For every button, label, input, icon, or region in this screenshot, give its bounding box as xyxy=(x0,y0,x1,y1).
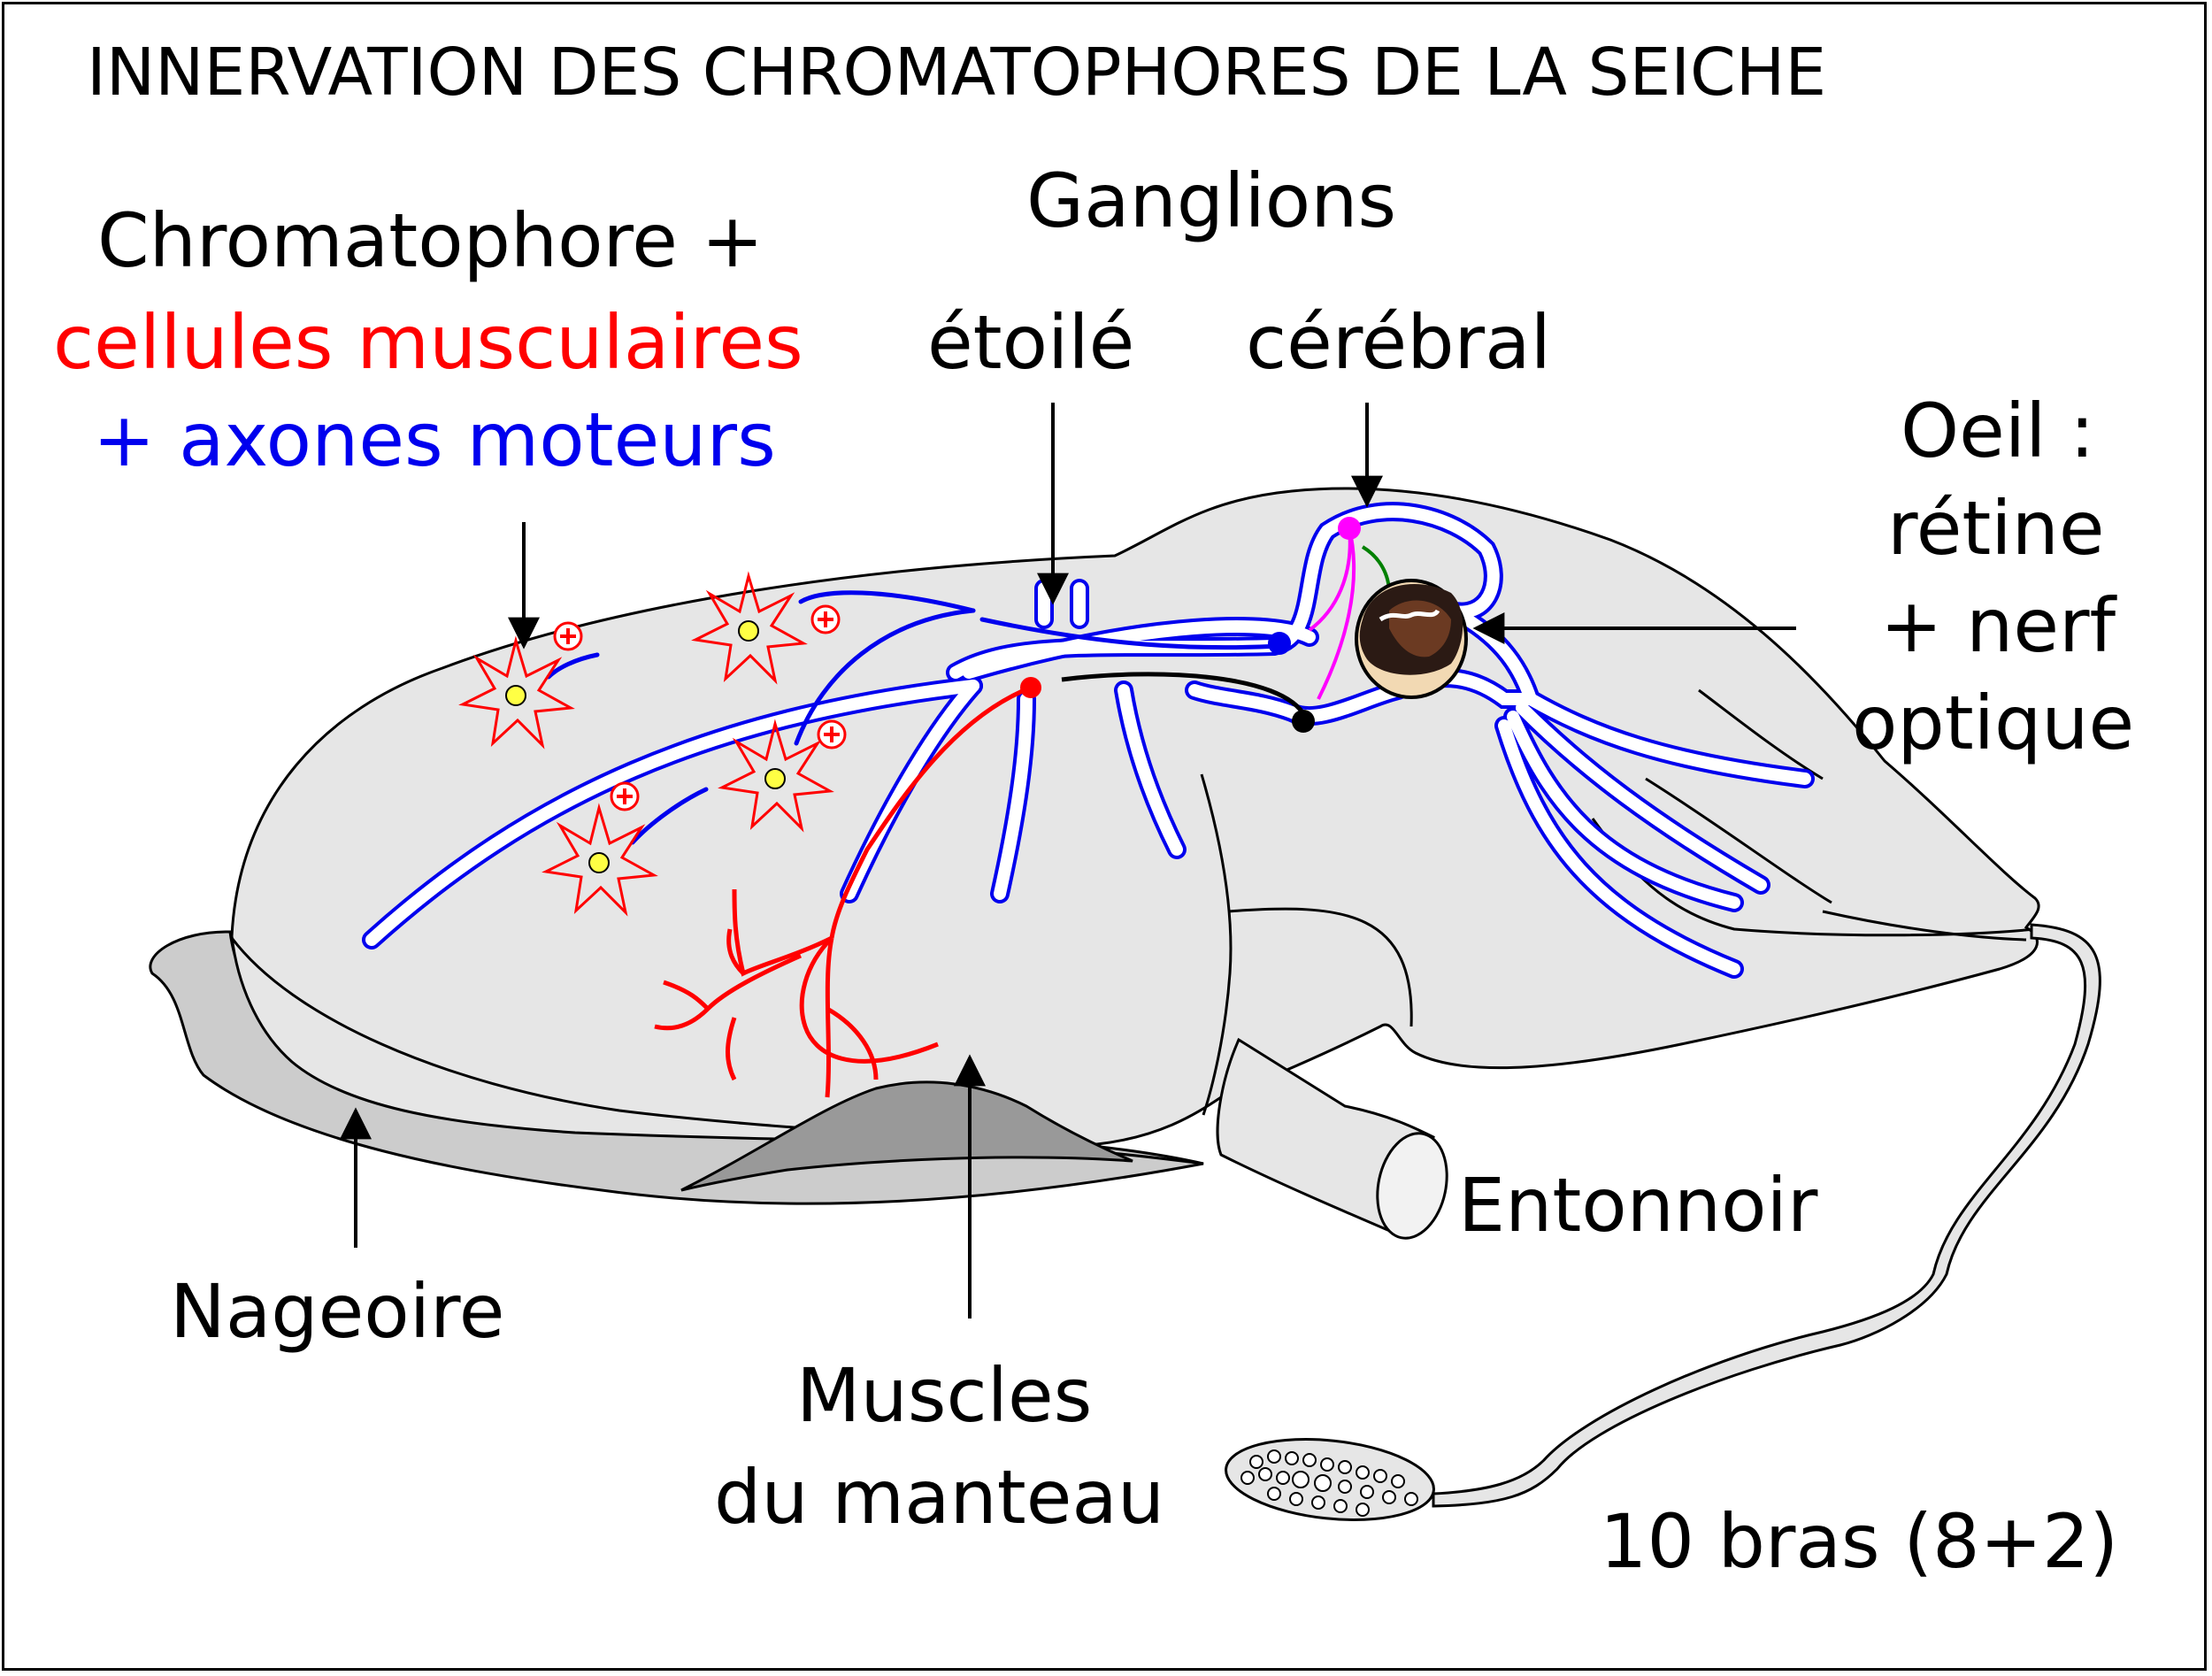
label-nageoire: Nageoire xyxy=(170,1268,505,1355)
plus-circle-icon xyxy=(553,621,583,651)
body xyxy=(230,487,2040,1146)
mantle-muscle xyxy=(680,1080,1133,1192)
label-chromatophore: Chromatophore + xyxy=(97,197,764,284)
muscle-cells xyxy=(654,685,1032,1098)
label-optique: optique xyxy=(1852,680,2135,766)
pointer-arrows xyxy=(340,403,1796,1319)
funnel-opening xyxy=(1376,1132,1448,1240)
suckers xyxy=(1240,1449,1418,1517)
label-manteau: du manteau xyxy=(714,1454,1165,1541)
eye-icon xyxy=(1355,579,1468,699)
label-cerebral: cérébral xyxy=(1246,299,1551,386)
red-neuron xyxy=(1020,677,1041,698)
label-entonnoir: Entonnoir xyxy=(1458,1162,1818,1249)
plus-circle-icon xyxy=(817,719,847,750)
label-motor-axons: + axones moteurs xyxy=(93,396,776,483)
label-ganglions: Ganglions xyxy=(1026,158,1397,244)
label-bras: 10 bras (8+2) xyxy=(1600,1498,2119,1585)
plus-circle-icon xyxy=(610,781,640,811)
tentacle xyxy=(1432,923,2101,1508)
label-etoile: étoilé xyxy=(927,299,1135,386)
page-title: INNERVATION DES CHROMATOPHORES DE LA SEI… xyxy=(87,35,1827,111)
label-oeil: Oeil : xyxy=(1901,388,2095,474)
label-muscle-cells: cellules musculaires xyxy=(53,299,803,386)
blue-neuron xyxy=(1268,632,1291,655)
label-nerf: + nerf xyxy=(1880,582,2116,669)
black-axon xyxy=(1061,672,1308,719)
plus-circle-icon xyxy=(810,604,841,634)
cerebral-neuron xyxy=(1308,527,1356,700)
label-muscles: Muscles xyxy=(796,1352,1093,1439)
label-retine: rétine xyxy=(1887,485,2105,572)
